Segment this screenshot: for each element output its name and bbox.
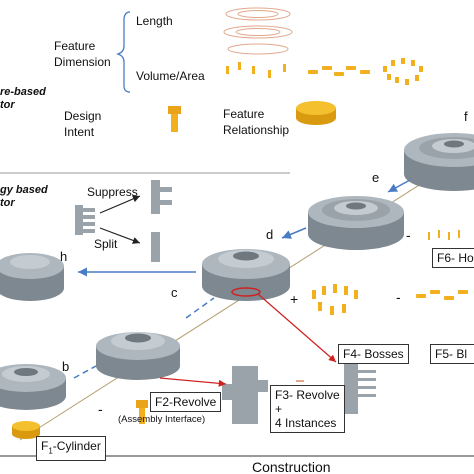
stage-letter-h: h (60, 250, 67, 263)
feature-relationship-disc-icon (296, 101, 336, 125)
legend-design-intent: Design Intent (64, 108, 101, 140)
stage-c-part (96, 332, 180, 380)
arrow-b-to-c (74, 366, 96, 378)
arrow-c-to-f2 (160, 378, 226, 384)
left-label-bottom: gy based tor (0, 184, 48, 210)
f6-box: F6- Ho (432, 248, 474, 268)
f4-bosses-cluster (312, 284, 358, 315)
sign-minus-b: - (98, 402, 103, 416)
construction-label: Construction (252, 460, 331, 474)
split-source-part-icon (75, 205, 95, 235)
stage-h-part (0, 253, 64, 301)
legend-length: Length (136, 15, 173, 27)
legend-feature-dimension: Feature Dimension (54, 38, 111, 70)
f3-revolve-fragment (344, 364, 376, 414)
sign-minus-bosses: - (396, 290, 401, 304)
split-part-icon (151, 232, 160, 262)
f2-revolve-fragment (222, 366, 268, 424)
f4-bosses-box: F4- Bosses (338, 344, 409, 364)
arrow-c-to-d (186, 298, 214, 318)
stage-b-part (0, 364, 66, 410)
volume-bosses-icon (226, 62, 370, 78)
stage-letter-e: e (372, 171, 379, 184)
stage-f-part (404, 133, 474, 191)
f2-revolve-box: F2-Revolve (150, 392, 221, 412)
legend-feature-relationship: Feature Relationship (223, 106, 289, 138)
suppressed-part-icon (151, 180, 172, 214)
split-label: Split (94, 238, 117, 250)
arrow-f-to-e (388, 180, 410, 192)
left-label-top: re-based tor (0, 86, 46, 112)
legend-volume-area: Volume/Area (136, 70, 205, 82)
f6-holes-cluster (428, 230, 460, 240)
f1-cylinder-box: F1-Cylinder (36, 436, 106, 461)
f3-revolve-box: F3- Revolve + 4 Instances (270, 385, 345, 433)
length-rings-icon (224, 8, 292, 54)
arrow-e-to-d (282, 228, 306, 238)
f5-box: F5- Bl (430, 344, 474, 364)
legend-brace (118, 12, 130, 92)
stage-letter-c: c (171, 286, 178, 299)
stage-letter-b: b (62, 360, 69, 373)
sign-plus-bosses: + (290, 292, 298, 306)
suppress-label: Suppress (87, 186, 138, 198)
sign-minus-f6: - (406, 228, 411, 242)
design-intent-pin-icon (168, 106, 181, 132)
volume-ring-icon (383, 58, 423, 85)
stage-d-part (202, 249, 290, 301)
stage-letter-f: f (464, 110, 468, 123)
f5-blocks-cluster (416, 290, 468, 300)
stage-e-part (308, 196, 404, 250)
stage-letter-d: d (266, 228, 273, 241)
f2-assembly-note: (Assembly Interface) (118, 415, 205, 425)
